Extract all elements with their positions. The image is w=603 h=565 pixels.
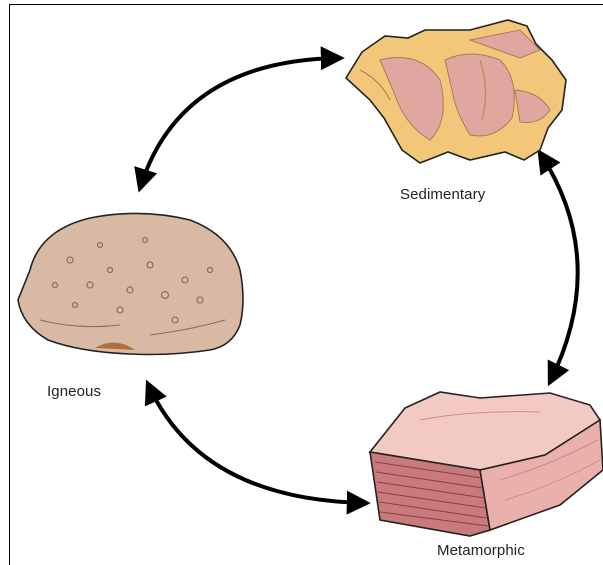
arrow-igneous-metamorphic [148, 384, 366, 503]
igneous-rock-illustration [18, 213, 243, 354]
sedimentary-rock-illustration [346, 20, 566, 163]
label-metamorphic: Metamorphic [437, 542, 525, 559]
label-igneous: Igneous [47, 383, 101, 400]
arrow-sedimentary-metamorphic [540, 153, 578, 382]
arrow-sedimentary-igneous [140, 58, 340, 188]
label-sedimentary: Sedimentary [400, 186, 485, 203]
metamorphic-rock-illustration [370, 392, 603, 536]
